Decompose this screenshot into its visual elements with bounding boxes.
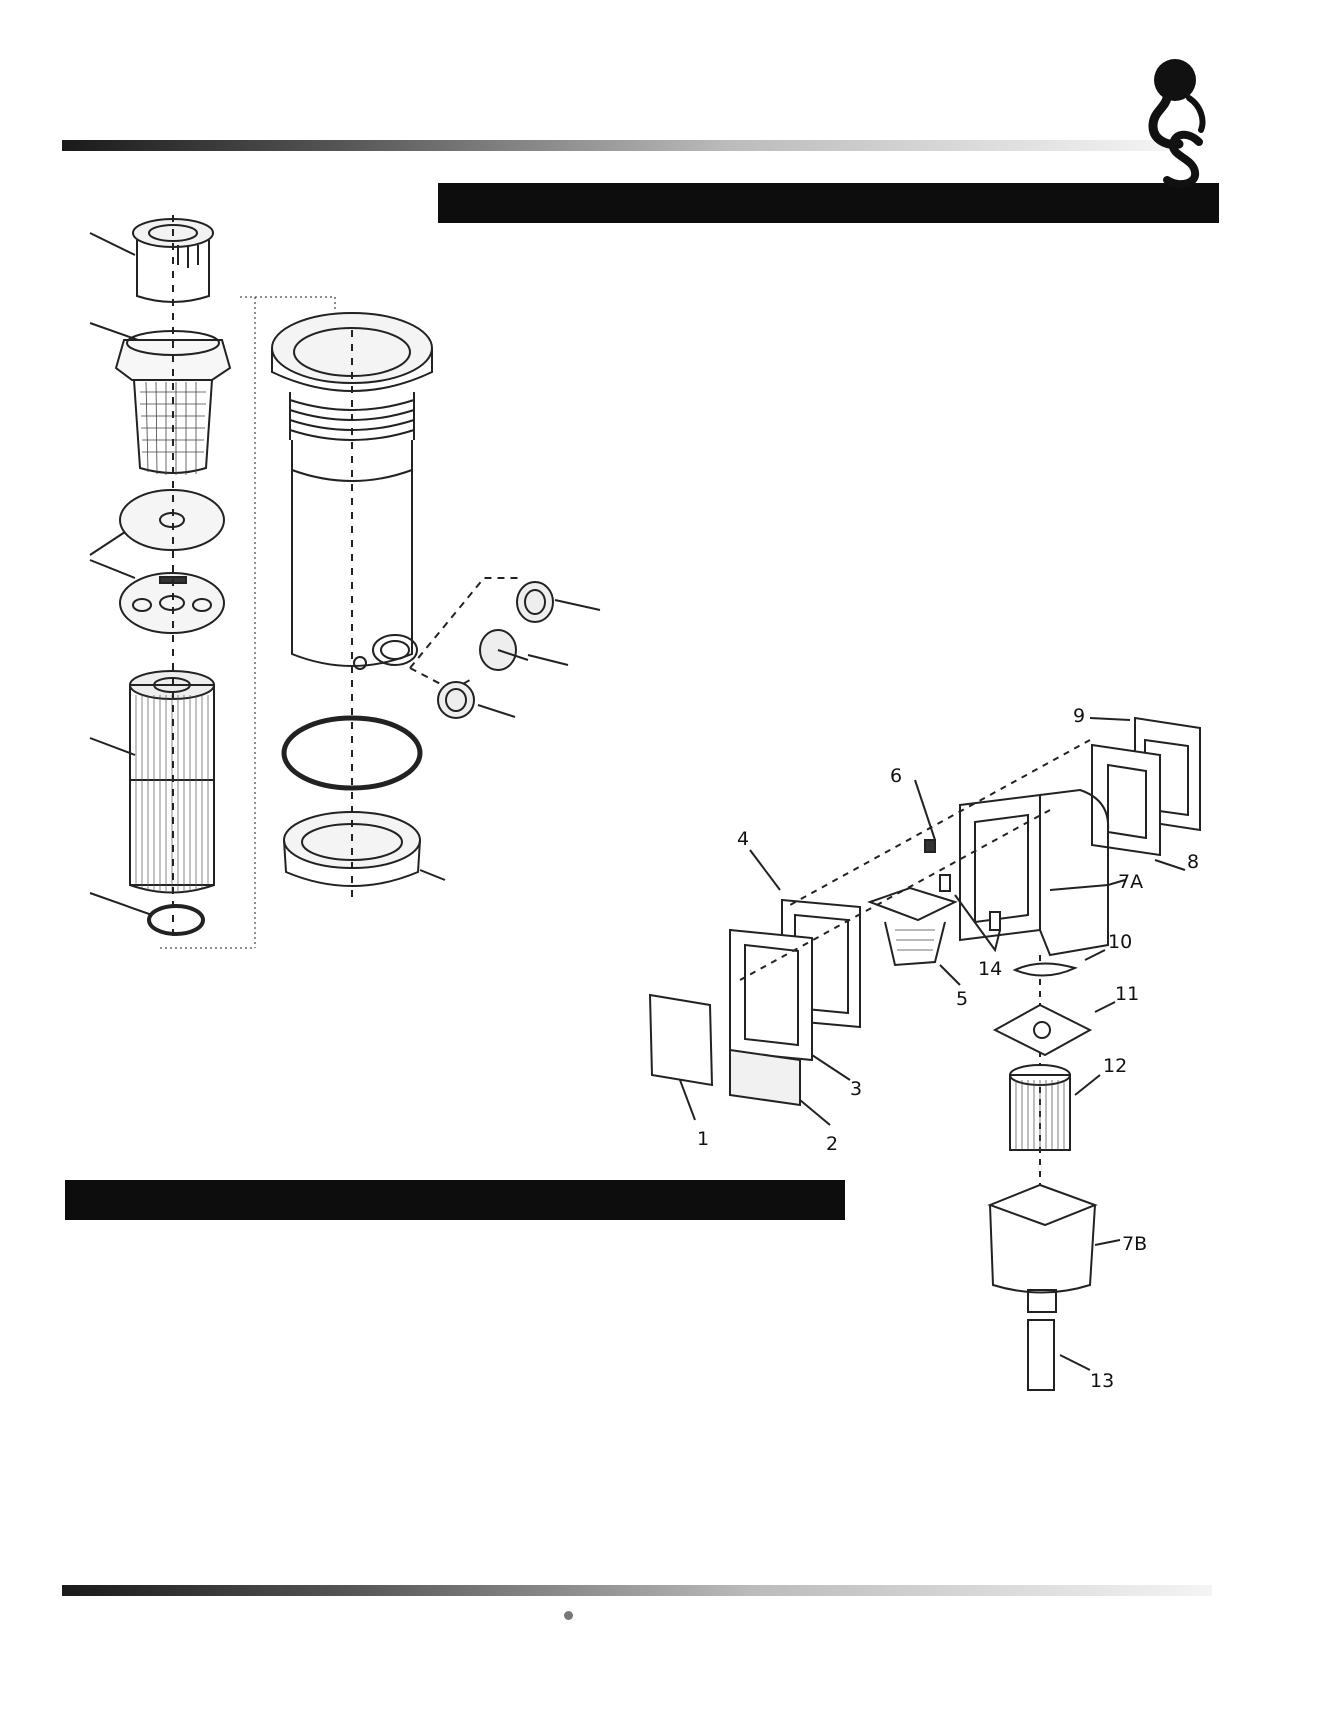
bullet-dot-icon	[564, 1611, 573, 1620]
lower-section-bar	[65, 1180, 845, 1220]
part-label-8: 8	[1187, 851, 1199, 873]
part-label-10: 10	[1108, 931, 1132, 953]
part-label-4: 4	[737, 828, 749, 850]
part-label-7a: 7A	[1118, 871, 1143, 893]
part-label-7b: 7B	[1122, 1233, 1147, 1255]
part-label-9: 9	[1073, 705, 1085, 727]
part-label-11: 11	[1115, 983, 1139, 1005]
part-label-14: 14	[978, 958, 1002, 980]
part-label-12: 12	[1103, 1055, 1127, 1077]
part-label-3: 3	[850, 1078, 862, 1100]
header-section-bar	[438, 183, 1219, 223]
header-rule	[62, 140, 1172, 151]
footer-rule	[62, 1585, 1212, 1596]
part-label-2: 2	[826, 1133, 838, 1155]
part-label-1: 1	[697, 1128, 709, 1150]
part-label-6: 6	[890, 765, 902, 787]
part-label-5: 5	[956, 988, 968, 1010]
part-label-13: 13	[1090, 1370, 1114, 1392]
